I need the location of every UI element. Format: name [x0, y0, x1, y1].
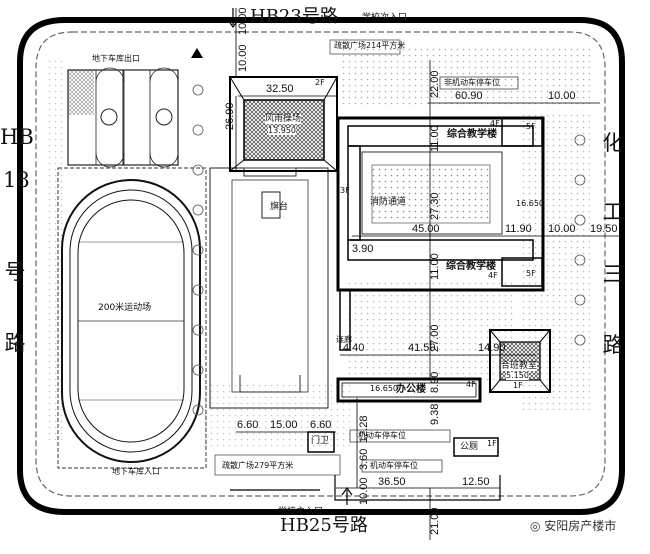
bike-parking-label: 非机动车停车位 — [444, 78, 500, 87]
secondary-entrance: 学校次入口 — [362, 13, 408, 23]
teaching-elevation: 16.650 — [516, 199, 544, 208]
floor-bldg1: 4F — [490, 119, 500, 128]
flag-plaza — [209, 167, 329, 409]
floor-office: 4F — [466, 380, 476, 389]
office-building — [336, 377, 482, 403]
dim-10-00-e: 10.00 — [358, 477, 370, 505]
road-south: HB25号路 — [280, 515, 368, 536]
road-west-4: 路 — [4, 331, 26, 355]
dim-22-00: 22.00 — [429, 70, 441, 98]
garage-entrance-label: 地下车库入口 — [112, 467, 160, 476]
multi-class-label: 合班教室 — [501, 361, 538, 371]
site-boundary — [17, 17, 625, 515]
dim-3-60: 3.60 — [358, 448, 370, 470]
road-west-1: HB — [0, 125, 34, 149]
floor-toilet: 1F — [487, 439, 497, 448]
car-parking-1-label: 机动车停车位 — [358, 431, 406, 440]
teaching-complex — [336, 116, 545, 292]
dim-11-00-b: 11.00 — [429, 253, 441, 280]
flag-platform-label: 旗台 — [270, 202, 289, 212]
road-east-4: 路 — [602, 333, 624, 357]
road-west-3: 号 — [4, 260, 26, 284]
dim-36-50: 36.50 — [378, 476, 406, 488]
teaching-building-2-label: 综合教学楼 — [446, 261, 496, 272]
rain-playground-elevation: 13.950 — [268, 126, 296, 135]
dim-19-50: 19.50 — [590, 223, 618, 235]
dim-32-50: 32.50 — [266, 83, 294, 95]
dim-10-00-b: 10.00 — [548, 223, 576, 235]
guard-label: 门卫 — [311, 436, 330, 446]
floor-bldg2-stair: 5F — [526, 269, 536, 278]
dim-27-00: 27.00 — [429, 324, 441, 352]
toilet-building — [453, 437, 499, 457]
dim-10-00-d: 10.00 — [237, 7, 249, 35]
office-elevation: 16.650 — [370, 384, 398, 393]
garage-exit-label: 地下车库出口 — [92, 54, 140, 63]
running-track — [57, 167, 207, 469]
road-east-2: 工 — [602, 200, 624, 224]
dim-21-00: 21.00 — [429, 507, 441, 535]
floor-bldg2: 4F — [488, 271, 498, 280]
road-east-3: 三 — [602, 262, 624, 286]
dim-15-00: 15.00 — [270, 419, 298, 431]
toilet-label: 公厕 — [460, 442, 479, 452]
dim-60-90: 60.90 — [455, 90, 483, 102]
north-plaza-label: 疏散广场214平方米 — [334, 41, 406, 50]
main-entrance: 学校主入口 — [278, 507, 324, 517]
office-label: 办公楼 — [396, 384, 426, 395]
car-parking-2-label: 机动车停车位 — [370, 461, 418, 470]
dim-41-50: 41.50 — [408, 342, 436, 354]
watermark: ◎ 安阳房产楼市 — [530, 519, 617, 533]
dim-10-00-a: 10.00 — [548, 90, 576, 102]
dim-45-00: 45.00 — [412, 223, 440, 235]
teaching-building-1-label: 综合教学楼 — [447, 129, 497, 140]
fire-lane-label: 消防通道 — [370, 197, 407, 207]
dim-11-00-a: 11.00 — [429, 125, 441, 152]
floor-link: 3F — [340, 186, 350, 195]
dim-10-00-c: 10.00 — [237, 44, 249, 72]
road-east-1: 化 — [602, 131, 624, 155]
dim-26-90: 26.90 — [224, 102, 236, 130]
road-north: HB23号路 — [250, 6, 338, 27]
dim-6-60-b: 6.60 — [310, 419, 332, 431]
dim-14-90: 14.90 — [478, 342, 506, 354]
dim-27-30: 27.30 — [429, 192, 441, 220]
track-label: 200米运动场 — [98, 303, 152, 313]
multi-class-room — [489, 329, 551, 393]
corridor-label: 连廊 — [336, 335, 352, 344]
dim-4-40: 4.40 — [343, 342, 365, 354]
dim-8-90: 8.90 — [429, 371, 441, 393]
watermark-icon: ◎ — [530, 519, 545, 533]
floor-multi-class: 1F — [513, 381, 523, 390]
floor-bldg1-stair: 5F — [526, 122, 536, 131]
dim-6-60-a: 6.60 — [237, 419, 259, 431]
dim-11-90: 11.90 — [505, 223, 532, 235]
dim-12-28: 12.28 — [358, 415, 370, 443]
floor-rain-playground: 2F — [315, 78, 325, 87]
dim-9-38: 9.38 — [429, 403, 441, 425]
dim-12-50: 12.50 — [462, 476, 490, 488]
basketball-courts — [67, 67, 179, 168]
road-west-2: 18 — [3, 168, 30, 192]
rain-playground-label: 风雨操场 — [265, 114, 302, 124]
multi-class-elevation: 5.150 — [506, 371, 529, 380]
south-plaza-label: 疏散广场279平方米 — [222, 461, 294, 470]
dim-3-90: 3.90 — [352, 243, 374, 255]
